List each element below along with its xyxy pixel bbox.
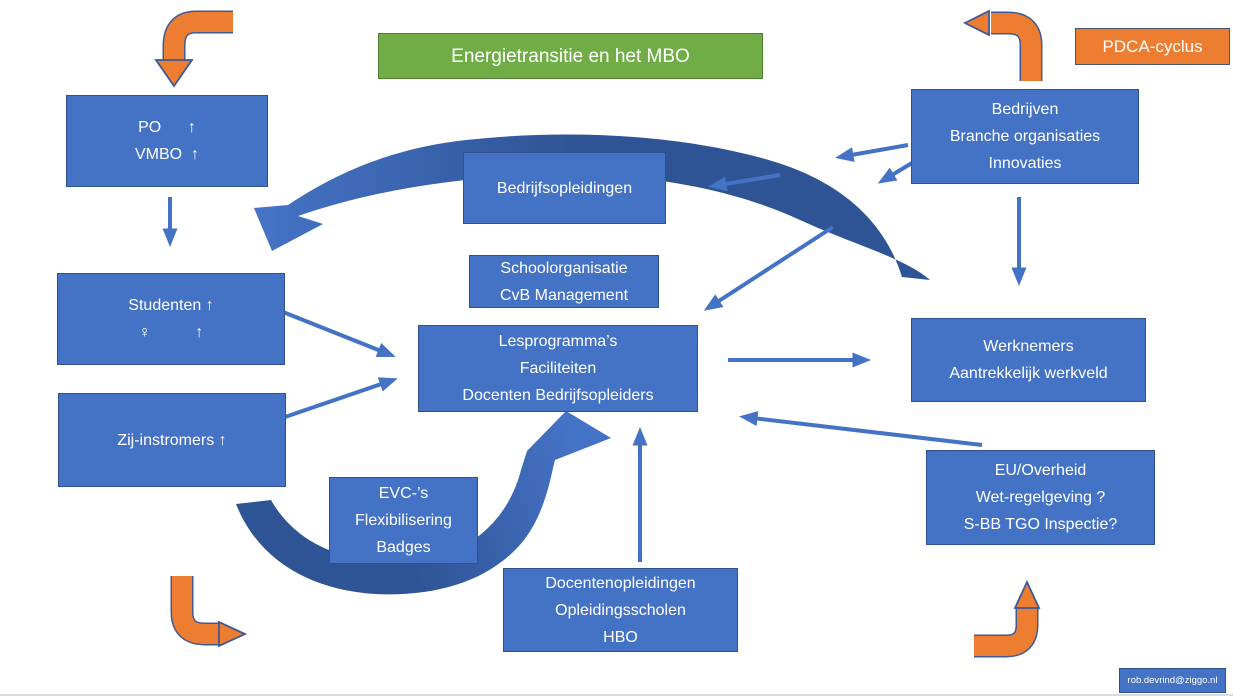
pdca-arrow-top-right [962, 9, 1043, 81]
node-bedrijfsopleidingen: Bedrijfsopleidingen [463, 152, 666, 224]
node-eu-overheid: EU/Overheid Wet-regelgeving ? S-BB TGO I… [926, 450, 1155, 545]
pdca-arrow-top-left [154, 10, 233, 88]
arrow-euoverheid-to-lesprogrammas [739, 411, 983, 447]
arrow-bedrijven-to-bedrijfsopleidingen-1 [835, 143, 909, 163]
pdca-arrow-bottom-right [974, 579, 1041, 658]
node-zij-instromers: Zij-instromers ↑ [58, 393, 286, 487]
feedback-arc-arrow [254, 134, 930, 280]
pdca-label-box: PDCA-cyclus [1075, 28, 1230, 65]
node-studenten: Studenten ↑ ♀ ↑ [57, 273, 285, 365]
node-bedrijven: Bedrijven Branche organisaties Innovatie… [911, 89, 1139, 184]
node-docentenopleidingen: Docentenopleidingen Opleidingsscholen HB… [503, 568, 738, 652]
node-schoolorganisatie: Schoolorganisatie CvB Management [469, 255, 659, 308]
swoosh-up-arrow [236, 411, 611, 595]
arrow-bedrijven-to-lesprogrammas [703, 225, 835, 311]
arrow-studenten-to-lesprogrammas [282, 310, 396, 357]
page-title: Energietransitie en het MBO [451, 45, 690, 67]
node-po-vmbo: PO ↑ VMBO ↑ [66, 95, 268, 187]
title-box: Energietransitie en het MBO [378, 33, 763, 79]
pdca-arrow-bottom-left [170, 576, 248, 648]
node-lesprogrammas: Lesprogramma’s Faciliteiten Docenten Bed… [418, 325, 698, 412]
arrow-bedrijven-to-bedrijfsopleidingen-2 [708, 173, 781, 192]
arrow-bedrijven-short [877, 161, 914, 184]
node-evc: EVC-’s Flexibilisering Badges [329, 477, 478, 564]
author-email-badge: rob.devrind@ziggo.nl [1119, 668, 1226, 693]
arrow-zijinstromers-to-lesprogrammas [284, 377, 398, 419]
node-werknemers: Werknemers Aantrekkelijk werkveld [911, 318, 1146, 402]
slide-bottom-border [0, 694, 1233, 696]
